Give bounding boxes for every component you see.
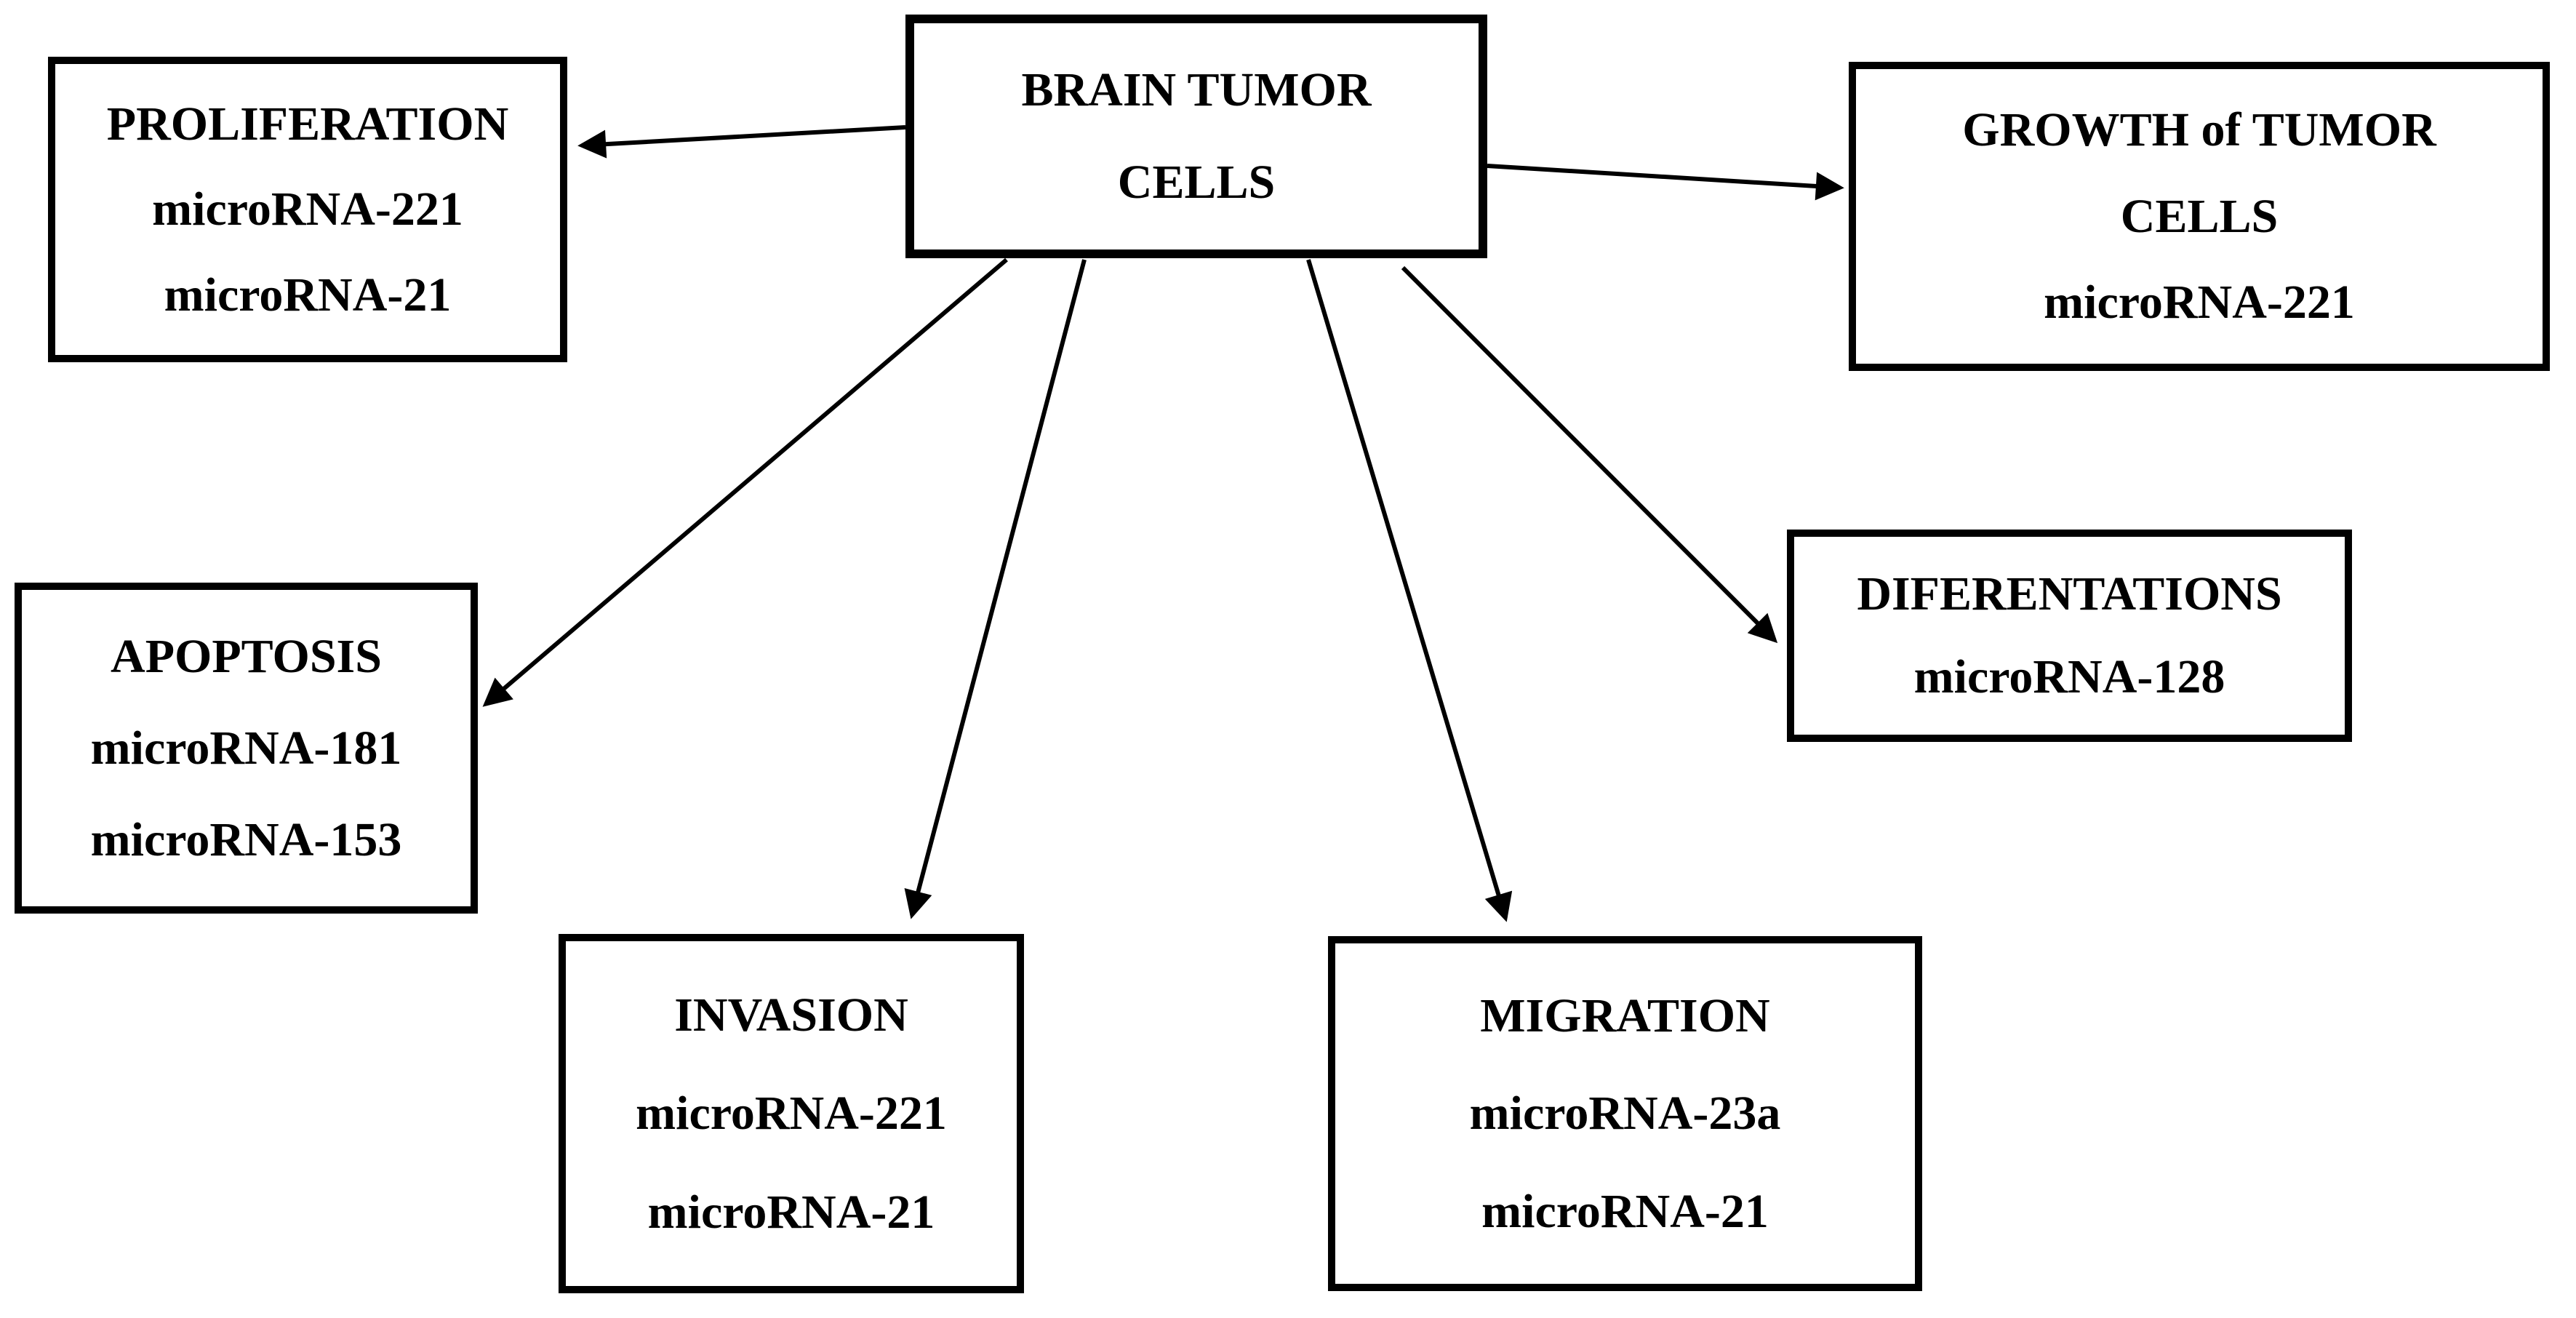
node-apoptosis: APOPTOSIS microRNA-181 microRNA-153 xyxy=(15,583,478,914)
node-migration-item-2: microRNA-21 xyxy=(1481,1184,1769,1238)
arrow-brain-tumor-cells-to-migration xyxy=(1306,259,1513,922)
node-diferentations: DIFERENTATIONS microRNA-128 xyxy=(1787,530,2352,742)
node-apoptosis-item-1: microRNA-181 xyxy=(90,721,402,775)
node-invasion-title: INVASION xyxy=(674,988,908,1042)
node-brain-tumor-cells-line-2: CELLS xyxy=(1117,156,1276,209)
arrow-brain-tumor-cells-to-growth xyxy=(1487,164,1844,201)
node-migration-title: MIGRATION xyxy=(1480,989,1770,1043)
arrow-brain-tumor-cells-to-invasion xyxy=(904,259,1087,919)
node-migration: MIGRATION microRNA-23a microRNA-21 xyxy=(1328,936,1922,1291)
node-migration-item-1: microRNA-23a xyxy=(1469,1087,1781,1141)
node-brain-tumor-cells: BRAIN TUMOR CELLS xyxy=(905,15,1487,258)
node-diferentations-item-1: microRNA-128 xyxy=(1913,650,2225,704)
node-proliferation-item-2: microRNA-21 xyxy=(164,268,452,321)
arrow-brain-tumor-cells-to-diferentations xyxy=(1401,265,1778,644)
node-invasion-item-2: microRNA-21 xyxy=(647,1186,935,1239)
node-growth-title-line-2: CELLS xyxy=(2120,189,2279,243)
arrow-brain-tumor-cells-to-proliferation xyxy=(577,125,906,159)
node-brain-tumor-cells-line-1: BRAIN TUMOR xyxy=(1021,63,1372,117)
node-growth-of-tumor-cells: GROWTH of TUMOR CELLS microRNA-221 xyxy=(1849,62,2550,371)
node-proliferation-title: PROLIFERATION xyxy=(106,97,509,151)
node-diferentations-title: DIFERENTATIONS xyxy=(1857,567,2282,621)
node-invasion-item-1: microRNA-221 xyxy=(636,1087,947,1141)
node-invasion: INVASION microRNA-221 microRNA-21 xyxy=(559,934,1024,1293)
node-apoptosis-title: APOPTOSIS xyxy=(111,629,382,683)
node-proliferation-item-1: microRNA-221 xyxy=(152,183,463,236)
node-growth-title-line-1: GROWTH of TUMOR xyxy=(1962,103,2436,157)
node-proliferation: PROLIFERATION microRNA-221 microRNA-21 xyxy=(48,57,567,362)
node-apoptosis-item-2: microRNA-153 xyxy=(90,812,402,866)
node-growth-item-1: microRNA-221 xyxy=(2044,276,2355,330)
